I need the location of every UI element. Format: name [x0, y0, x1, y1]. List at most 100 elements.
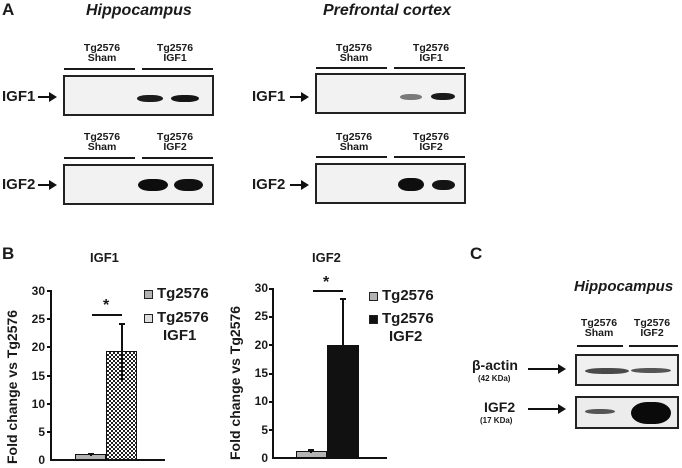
- group-label-line2: Sham: [87, 141, 117, 153]
- row-label-igf2: IGF2: [484, 399, 516, 415]
- error-bar: [342, 298, 344, 346]
- tick-label: 5: [261, 423, 268, 437]
- arrow-icon: [290, 92, 309, 102]
- group-label-line1: Tg2576: [83, 42, 121, 54]
- group-underline: [394, 67, 465, 69]
- group-label: Tg2576 IGF1: [401, 42, 461, 64]
- tick-label: 30: [31, 284, 45, 298]
- chart-title: IGF2: [312, 250, 341, 265]
- arrow-icon: [38, 180, 57, 190]
- y-tick: [269, 288, 273, 290]
- gel-band: [138, 179, 168, 191]
- blot-band: [585, 368, 629, 374]
- gel-band: [171, 95, 199, 102]
- row-label-igf2: IGF2: [252, 176, 286, 193]
- tick-label: 20: [254, 338, 268, 352]
- legend-label: IGF1: [163, 327, 197, 344]
- y-tick: [47, 375, 51, 377]
- group-label: Tg2576 IGF1: [145, 42, 205, 64]
- group-label-line2: IGF2: [640, 327, 664, 339]
- gel-image: [63, 75, 214, 116]
- y-tick: [47, 431, 51, 433]
- panel-b-letter: B: [2, 244, 15, 263]
- error-bar-cap: [88, 453, 94, 455]
- tick-label: 30: [254, 281, 268, 295]
- y-axis-label: Fold change vs Tg2576: [227, 305, 243, 460]
- y-tick: [269, 344, 273, 346]
- significance-star: *: [103, 297, 110, 314]
- arrow-icon: [38, 92, 57, 102]
- legend-label: IGF2: [389, 328, 423, 345]
- gel-band: [431, 93, 455, 100]
- group-label: Tg2576 Sham: [72, 132, 132, 153]
- legend-swatch-checkered: [144, 314, 153, 323]
- legend-label: Tg2576: [157, 309, 209, 326]
- row-label-igf1: IGF1: [2, 88, 36, 105]
- y-axis: [50, 290, 52, 461]
- group-label-line1: Tg2576: [156, 131, 194, 143]
- blot-band: [631, 402, 671, 424]
- y-axis-label: Fold change vs Tg2576: [4, 309, 20, 464]
- row-label-igf2: IGF2: [2, 176, 36, 193]
- group-underline: [142, 157, 213, 159]
- arrow-icon: [290, 180, 309, 190]
- legend-label: Tg2576: [382, 310, 434, 327]
- x-axis: [50, 459, 165, 461]
- group-underline: [142, 68, 213, 70]
- significance-line: [92, 314, 122, 316]
- row-label-igf1: IGF1: [252, 88, 286, 105]
- y-tick: [47, 318, 51, 320]
- group-label-line2: Sham: [87, 52, 117, 64]
- group-underline: [629, 345, 678, 347]
- error-bar-cap: [308, 449, 314, 451]
- tick-label: 0: [38, 453, 45, 467]
- gel-band: [398, 178, 424, 191]
- gel-band: [432, 180, 455, 190]
- tick-label: 0: [261, 451, 268, 465]
- arrow-icon: [528, 364, 566, 374]
- group-label: Tg2576 IGF2: [627, 318, 677, 339]
- tick-label: 15: [31, 369, 45, 383]
- group-underline: [577, 345, 623, 347]
- group-label-line1: Tg2576: [412, 131, 450, 143]
- legend-swatch-black: [369, 315, 378, 324]
- group-underline: [316, 67, 387, 69]
- tick-label: 25: [254, 309, 268, 323]
- group-label-line2: IGF1: [163, 52, 187, 64]
- blot-image: [575, 396, 679, 429]
- kda-label: (42 KDa): [478, 374, 511, 383]
- y-tick: [269, 429, 273, 431]
- group-label: Tg2576 IGF2: [145, 131, 205, 153]
- group-label-line2: IGF1: [419, 52, 443, 64]
- group-label-line1: Tg2576: [156, 42, 194, 54]
- group-label-line2: Sham: [584, 327, 614, 339]
- group-label-line1: Tg2576: [580, 317, 618, 329]
- blot-image: [575, 354, 679, 386]
- error-bar: [310, 449, 312, 453]
- group-underline: [64, 68, 135, 70]
- group-underline: [64, 157, 135, 159]
- gel-image: [315, 163, 466, 204]
- tick-label: 10: [31, 397, 45, 411]
- significance-star: *: [323, 274, 330, 291]
- group-label-line2: IGF2: [163, 141, 187, 153]
- row-label-beta-actin: β-actin: [472, 357, 518, 373]
- group-underline: [316, 156, 387, 158]
- panel-c-letter: C: [470, 244, 483, 263]
- y-tick: [269, 316, 273, 318]
- tick-label: 25: [31, 312, 45, 326]
- group-label-line1: Tg2576: [335, 131, 373, 143]
- gel-image: [63, 164, 214, 205]
- gel-band: [137, 95, 163, 102]
- legend-label: Tg2576: [157, 285, 209, 302]
- gel-image: [315, 73, 466, 114]
- gel-band: [400, 94, 422, 100]
- tick-label: 5: [38, 425, 45, 439]
- error-bar-cap: [340, 298, 346, 300]
- tick-label: 15: [254, 366, 268, 380]
- bar-tg2576-igf2: [327, 345, 359, 458]
- group-label-line2: Sham: [339, 141, 369, 153]
- y-tick: [47, 290, 51, 292]
- group-label-line1: Tg2576: [412, 42, 450, 54]
- blot-band: [631, 368, 671, 373]
